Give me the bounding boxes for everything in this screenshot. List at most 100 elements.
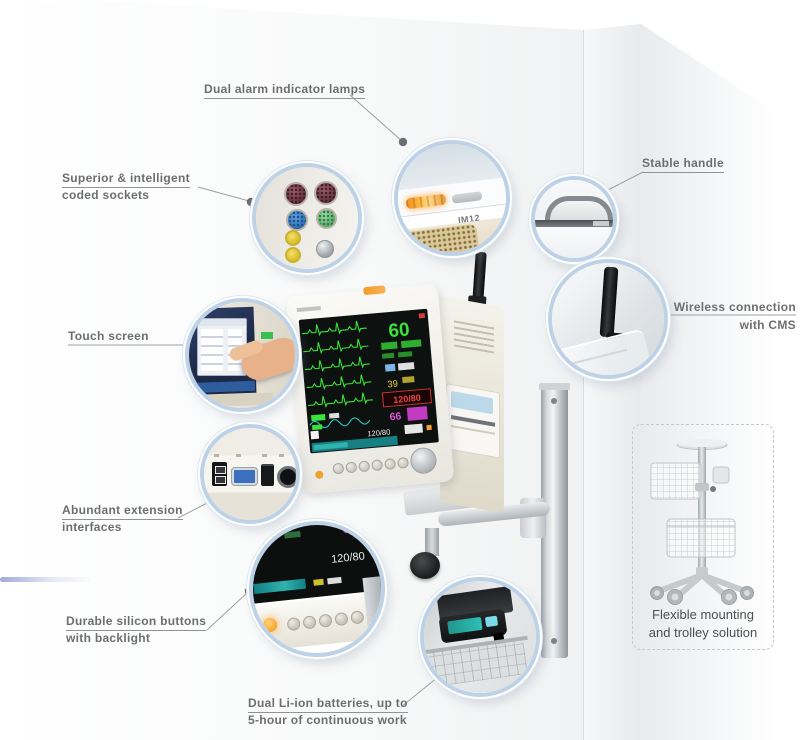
inset-wireless [548,259,668,379]
socket-ecg-2 [314,181,338,205]
front-button-3 [358,460,371,473]
wall-corner-strip [583,24,641,740]
mount-knob [410,552,440,579]
temp-value: 39 [387,379,398,391]
front-rotary-knob [409,446,438,475]
battery-label-line2: 5-hour of continuous work [248,713,407,727]
silicon-button-1 [286,616,301,632]
rail-screw-bottom [551,638,557,644]
callout-label-wireless-line1: Wireless connection [674,300,796,315]
silicon-button-5 [350,610,365,625]
silicon-button-3 [318,613,333,628]
monitor-screen: 60 39 120/80 66 120/80 [298,308,439,454]
inset-battery [420,577,540,697]
alarm-lamps-label-text: Dual alarm indicator lamps [204,82,366,99]
brand-mark [296,305,321,313]
callout-label-alarm-lamps: Dual alarm indicator lamps [204,82,366,99]
network-port [261,464,274,486]
socket-ecg-1 [284,182,308,206]
hr-value: 60 [388,319,411,342]
silicon-button-4 [334,611,349,627]
port-mark-2 [236,454,241,457]
callout-label-stable-handle: Stable handle [642,156,724,173]
battery-label-accent [484,615,499,628]
screen-yellow-bit [313,578,324,586]
front-power-led [314,470,324,480]
usb-slot-bottom [215,476,226,484]
front-button-2 [345,461,358,474]
inset-nibp-value: 120/80 [330,550,366,566]
screen-block-2 [284,530,301,539]
inset-interfaces [200,424,300,524]
device-seam [552,348,628,371]
screen-block-1 [254,531,277,542]
inset-alarm-lamps: IM12 [394,140,510,256]
touch-indicator-green [261,332,273,339]
handle-arch [545,196,613,223]
front-button-5 [384,458,397,470]
battery-label-line1: Dual Li-ion batteries, up to [248,696,408,713]
vga-port [232,468,257,485]
dialog-button-column-left [201,329,223,371]
trolley-caption-line1: Flexible mounting [652,607,754,622]
monitor-side-panel [440,296,504,514]
rail-cap [539,383,570,390]
recorder-slot [451,414,495,427]
nibp-value: 120/80 [393,393,421,405]
inset-coded-sockets [252,163,362,273]
wireless-label-line1: Wireless connection [673,300,796,314]
inset-silicon-buttons: 66 120/80 [249,521,385,657]
nibp-bottom-value: 120/80 [367,427,391,438]
round-connector-port [277,466,296,488]
trolley-illustration [650,439,754,605]
usb-slot-top [215,466,226,474]
interfaces-label-line2: interfaces [62,520,122,534]
speaker-vents [454,316,494,354]
callout-label-silicon-buttons: Durable silicon buttons with backlight [66,614,207,646]
callout-label-battery: Dual Li-ion batteries, up to 5-hour of c… [248,696,408,728]
handle-bar-tip [593,221,609,226]
handle-front-bar [535,220,613,227]
front-button-1 [332,462,345,475]
mount-post [425,528,439,556]
usb-ports [212,462,227,486]
callout-label-interfaces: Abundant extension interfaces [62,503,183,535]
recorder-module [446,383,500,459]
backlit-amber-button [262,617,278,633]
pr-value: 66 [389,410,402,423]
inset-touch-screen [185,298,299,412]
callout-label-wireless-line2: with CMS [740,318,796,333]
stable-handle-label-text: Stable handle [642,156,724,173]
sockets-knob [316,240,334,258]
callout-label-coded-sockets: Superior & intelligent coded sockets [62,171,190,203]
screen-white-bit [327,576,342,585]
recorder-line [451,424,495,435]
screen-graphics: 60 39 120/80 66 120/80 [300,312,432,453]
recorder-label [451,390,493,415]
socket-spo2 [286,209,308,231]
socket-yellow-2 [285,247,301,263]
silicon-button-2 [302,615,317,630]
trolley-caption-line2: and trolley solution [648,625,758,640]
interfaces-label-line1: Abundant extension [62,503,183,520]
alarm-lamp-strip [363,285,386,296]
rail-screw-top [551,398,557,404]
coded-sockets-label-line2: coded sockets [62,188,150,202]
decorative-blue-line [0,577,92,582]
socket-yellow-1 [285,230,301,246]
inset-stable-handle [531,176,617,262]
port-mark-4 [279,454,284,457]
monitor-front: 60 39 120/80 66 120/80 [285,283,455,495]
touch-amber-dot [199,398,204,403]
touch-screen-label-text: Touch screen [68,329,149,343]
port-mark-1 [214,454,219,457]
battery-label [447,616,483,635]
callout-label-touch-screen: Touch screen [68,329,149,344]
port-mark-3 [262,454,267,457]
front-button-4 [371,459,384,472]
socket-temp [316,208,337,229]
screen-menu-bar [253,578,307,595]
handle-surface [535,227,613,258]
silicon-buttons-label-line2: with backlight [66,631,151,645]
